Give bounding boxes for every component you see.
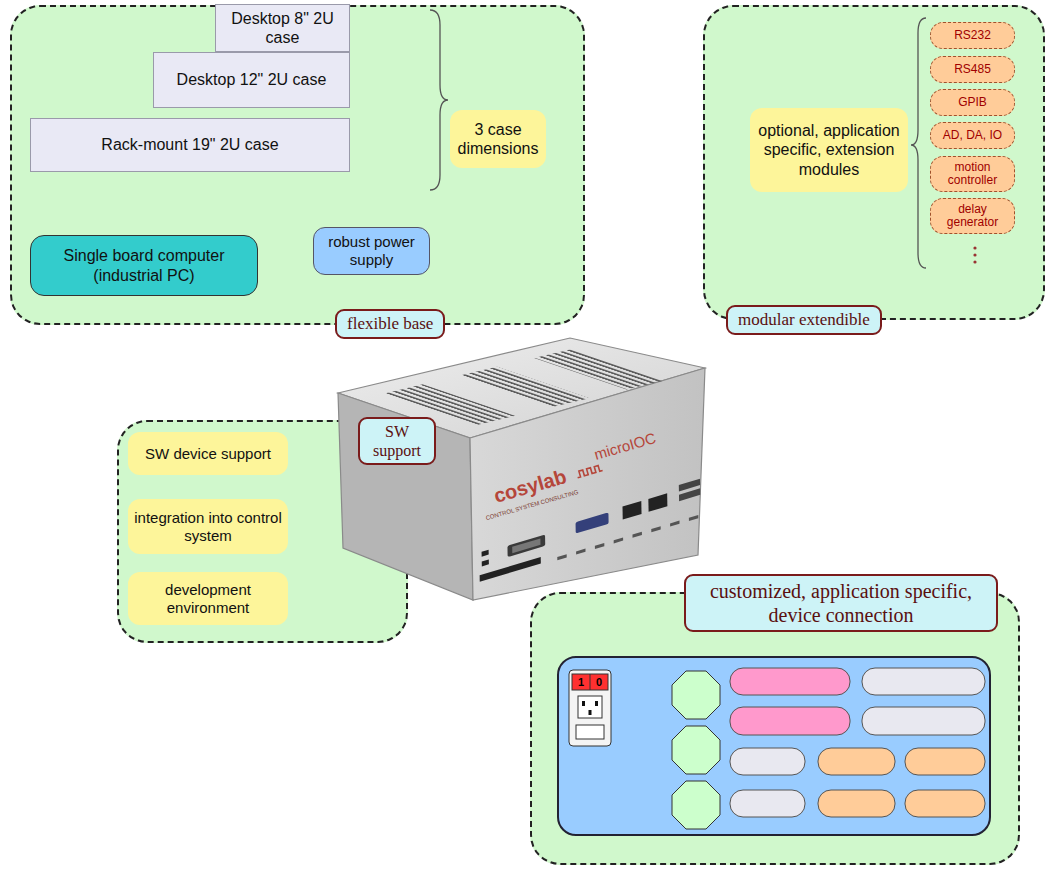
box-label: Rack-mount 19" 2U case [101,135,278,154]
group-region: modular extendibleoptional, application … [703,5,1045,320]
power-supply-box: robust power supply [313,227,430,275]
region-title-box: modular extendible [726,305,882,335]
box-label: AD, DA, IO [943,129,1002,142]
region-title: flexible base [347,314,433,334]
box-label: Single board computer (industrial PC) [37,246,251,284]
module-pill: RS485 [930,56,1015,83]
region-title: modular extendible [738,310,870,330]
box-label: development environment [134,581,282,617]
box-label: RS232 [954,29,991,42]
box-label: Desktop 12" 2U case [177,70,327,89]
region-title-box: SW support [358,417,436,465]
box-label: optional, application specific, extensio… [756,121,902,179]
module-pill: AD, DA, IO [930,122,1015,149]
box-label: GPIB [958,96,987,109]
region-title-box: customized, application specific, device… [684,574,998,632]
box-label: RS485 [954,63,991,76]
case-box: Desktop 8" 2U case [215,4,350,52]
box-label: delay generator [935,203,1010,229]
connector-panel [530,592,1020,865]
group-region: customized, application specific, device… [530,592,1020,865]
box-label: SW device support [145,445,271,463]
group-region: flexible baseDesktop 8" 2U caseDesktop 1… [10,5,585,325]
module-note: optional, application specific, extensio… [750,108,908,192]
software-item: development environment [128,572,288,625]
computer-box: Single board computer (industrial PC) [30,235,258,296]
region-title: customized, application specific, device… [696,579,986,627]
dimension-note: 3 case dimensions [450,110,546,168]
switch-marking: 1 [578,677,584,688]
region-title: SW support [370,422,424,460]
software-item: integration into control system [128,499,288,554]
switch-marking: 0 [596,677,602,688]
box-label: Desktop 8" 2U case [222,9,343,47]
box-label: integration into control system [134,509,282,545]
box-label: robust power supply [320,233,423,269]
box-label: motion controller [935,161,1010,187]
region-title-box: flexible base [335,309,445,339]
box-label: 3 case dimensions [456,120,540,158]
module-pill: delay generator [930,198,1015,234]
case-box: Desktop 12" 2U case [153,52,350,108]
software-item: SW device support [128,432,288,475]
module-pill: RS232 [930,22,1015,49]
module-pill: GPIB [930,89,1015,116]
case-box: Rack-mount 19" 2U case [30,118,350,172]
module-pill: motion controller [930,156,1015,192]
